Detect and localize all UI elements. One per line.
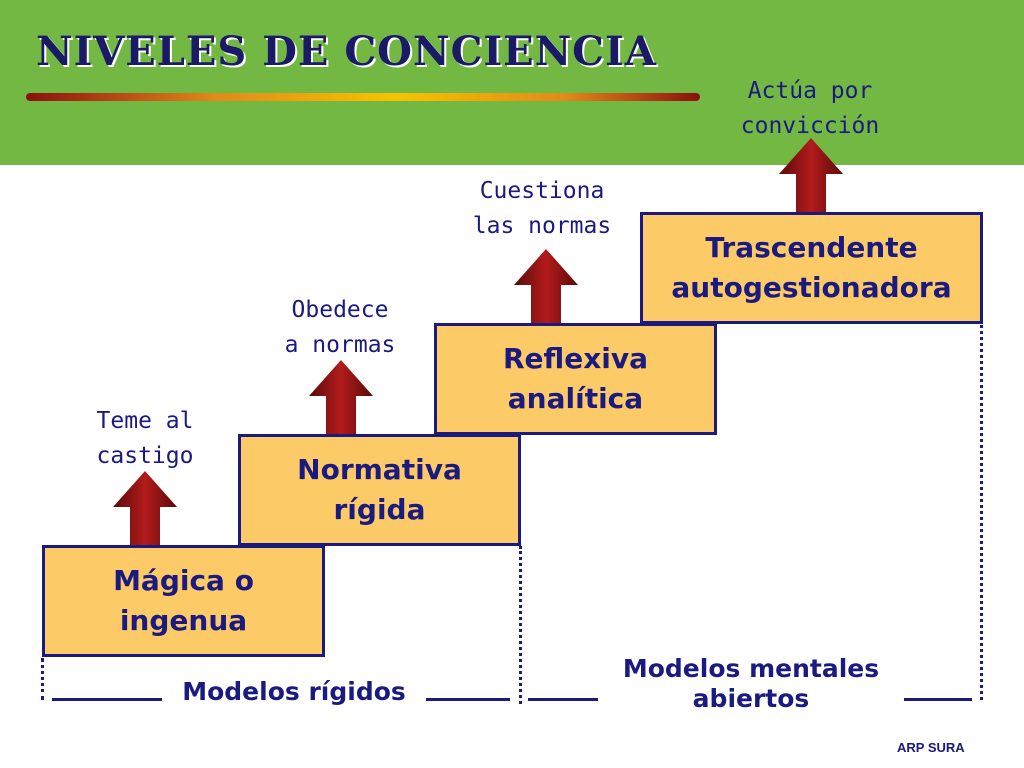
note-obedece: Obedece a normas: [284, 297, 396, 358]
open-line-left: [528, 698, 598, 701]
page-title: NIVELES DE CONCIENCIA: [36, 28, 657, 75]
title-underline: [26, 93, 700, 101]
rigid-line-left: [52, 698, 162, 701]
dotted-guide-left: [41, 658, 44, 700]
dotted-guide-right: [980, 325, 983, 700]
step-magica: Mágica o ingenua: [42, 545, 325, 657]
up-arrow-icon: [779, 138, 843, 212]
step-label: Trascendente autogestionadora: [671, 231, 952, 304]
dotted-guide-middle: [519, 546, 522, 704]
group-label-rigid: Modelos rígidos: [182, 677, 406, 706]
note-teme: Teme al castigo: [96, 408, 194, 469]
up-arrow-icon: [514, 249, 578, 323]
step-label: Normativa rígida: [297, 453, 462, 526]
step-normativa: Normativa rígida: [238, 434, 521, 546]
open-line-right: [904, 698, 972, 701]
up-arrow-icon: [113, 471, 177, 545]
note-actua: Actúa por convicción: [740, 78, 880, 139]
rigid-line-right: [426, 698, 510, 701]
note-cuestiona: Cuestiona las normas: [472, 178, 612, 239]
step-reflexiva: Reflexiva analítica: [434, 323, 717, 435]
step-trascendente: Trascendente autogestionadora: [640, 212, 983, 324]
footer-brand: ARP SURA: [897, 740, 965, 755]
up-arrow-icon: [309, 360, 373, 434]
group-label-open: Modelos mentales abiertos: [622, 654, 880, 713]
step-label: Mágica o ingenua: [113, 564, 254, 637]
header-band: [0, 0, 1024, 165]
step-label: Reflexiva analítica: [502, 342, 649, 415]
